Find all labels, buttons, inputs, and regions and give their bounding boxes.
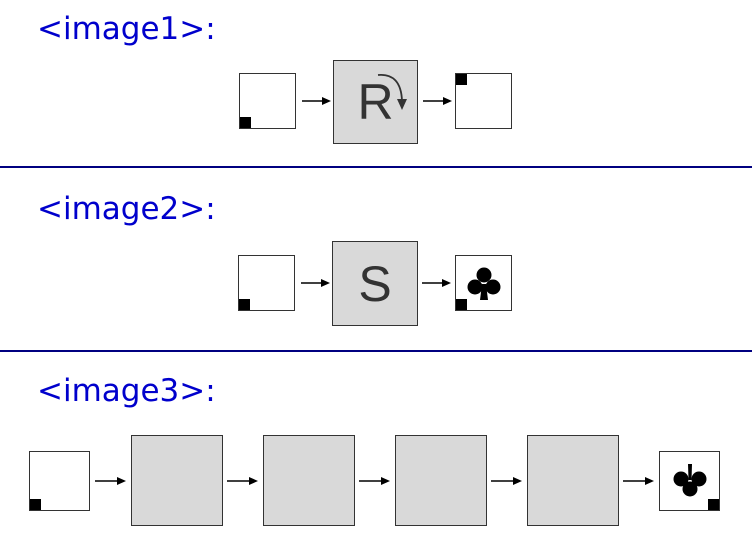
arrow-right-icon <box>359 477 390 485</box>
row-3-step-box-1 <box>131 435 223 526</box>
arrow-right-icon <box>95 477 126 485</box>
row-3-step-box-3 <box>395 435 487 526</box>
row-2-output-box <box>455 255 512 311</box>
divider <box>0 166 752 168</box>
square-icon <box>30 499 41 510</box>
row-2-input-box <box>238 255 295 311</box>
square-icon <box>708 499 719 510</box>
row-3-label: <image3>: <box>37 373 216 409</box>
arrow-right-icon <box>227 477 258 485</box>
divider <box>0 350 752 352</box>
square-icon <box>456 74 467 85</box>
row-3-input-box <box>29 451 90 511</box>
row-2-label: <image2>: <box>37 191 216 227</box>
row-3-step-box-4 <box>527 435 619 526</box>
arrow-right-icon <box>422 279 451 287</box>
row-1-label: <image1>: <box>37 11 216 47</box>
row-1-output-box <box>455 73 512 129</box>
club-icon <box>467 267 501 300</box>
square-icon <box>456 299 467 310</box>
row-3-output-box <box>659 451 720 511</box>
arrow-right-icon <box>302 97 331 105</box>
row-1-operator-box: R <box>333 60 418 144</box>
arrow-right-icon <box>491 477 522 485</box>
rotate-arrow-icon <box>377 74 407 110</box>
row-1-operator-label: R <box>357 74 394 130</box>
arrow-right-icon <box>423 97 452 105</box>
arrow-right-icon <box>301 279 330 287</box>
arrow-right-icon <box>623 477 654 485</box>
row-3-step-box-2 <box>263 435 355 526</box>
square-icon <box>239 299 250 310</box>
club-icon <box>673 464 707 497</box>
row-2-operator-label: S <box>358 255 392 312</box>
square-icon <box>240 117 251 128</box>
row-1-input-box <box>239 73 296 129</box>
row-2-operator-box: S <box>332 241 418 326</box>
